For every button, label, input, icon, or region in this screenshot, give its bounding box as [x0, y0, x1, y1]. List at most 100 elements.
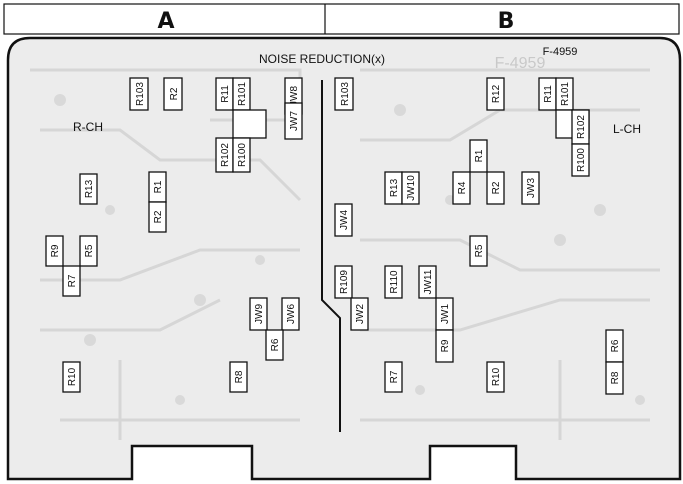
svg-text:JW4: JW4 [339, 210, 350, 230]
svg-text:R6: R6 [270, 338, 281, 351]
svg-text:JW2: JW2 [355, 304, 366, 324]
channel-label-left: R-CH [73, 120, 103, 134]
svg-text:JW3: JW3 [526, 178, 537, 198]
column-label-b: B [498, 9, 515, 34]
svg-text:R4: R4 [457, 181, 468, 194]
component: JW11 [418, 265, 437, 299]
component: JW10 [401, 171, 420, 205]
component: R7 [384, 361, 403, 393]
svg-text:R8: R8 [234, 370, 245, 383]
svg-text:R1: R1 [153, 180, 164, 193]
svg-text:R6: R6 [610, 339, 621, 352]
svg-text:R7: R7 [389, 370, 400, 383]
component: R10 [486, 361, 505, 393]
svg-text:R1: R1 [474, 149, 485, 162]
component: R102 [215, 137, 234, 173]
svg-text:R10: R10 [491, 367, 502, 386]
svg-text:R13: R13 [84, 179, 95, 198]
svg-text:R102: R102 [220, 143, 231, 167]
component: R101 [555, 77, 574, 111]
component: R103 [129, 77, 149, 111]
svg-text:R103: R103 [340, 82, 351, 106]
column-label-a: A [157, 9, 174, 34]
board-code: F-4959 [543, 46, 578, 58]
svg-text:R8: R8 [610, 371, 621, 384]
svg-text:JW9: JW9 [254, 304, 265, 324]
component: R1 [148, 171, 167, 203]
component: R6 [265, 329, 284, 361]
component: R2 [148, 201, 167, 233]
svg-text:R110: R110 [389, 270, 400, 294]
svg-text:R109: R109 [339, 270, 350, 294]
svg-text:R12: R12 [491, 84, 502, 103]
component: R100 [232, 137, 251, 173]
component: R101 [232, 77, 251, 111]
svg-text:R13: R13 [389, 178, 400, 197]
components-a: R103 R2 R11 R101 JW8 JW7 R102 R100 R13 R… [45, 77, 303, 393]
svg-text:R2: R2 [491, 181, 502, 194]
component: R5 [469, 235, 488, 267]
svg-text:R101: R101 [560, 82, 571, 106]
svg-text:JW10: JW10 [406, 175, 417, 201]
component: R2 [486, 171, 505, 205]
svg-text:R11: R11 [543, 85, 554, 103]
component: R100 [571, 143, 590, 177]
svg-text:R102: R102 [576, 115, 587, 139]
component: JW2 [350, 297, 369, 331]
svg-text:JW6: JW6 [286, 304, 297, 324]
component: JW7 [284, 102, 303, 140]
svg-text:R9: R9 [440, 339, 451, 352]
component [232, 109, 267, 139]
component: R7 [62, 265, 81, 297]
component: JW4 [334, 203, 353, 237]
components-b: R103 R12 R11 R101 R102 R100 R1 R4 R2 R13… [334, 77, 624, 395]
svg-text:R100: R100 [576, 148, 587, 172]
component: JW3 [521, 171, 540, 205]
component: R12 [486, 77, 505, 111]
board-watermark: F-4959 [495, 55, 546, 72]
component: R13 [79, 173, 98, 205]
svg-text:R101: R101 [237, 82, 248, 106]
component: R6 [605, 329, 624, 363]
svg-text:R103: R103 [135, 82, 146, 106]
diagram-title: NOISE REDUCTION(x) [259, 52, 385, 66]
svg-text:R10: R10 [67, 367, 78, 386]
component: R1 [469, 139, 488, 173]
svg-text:JW1: JW1 [440, 304, 451, 324]
svg-text:R2: R2 [169, 87, 180, 100]
board-outline [6, 36, 682, 481]
component: JW9 [249, 297, 268, 331]
component: R4 [452, 171, 471, 205]
component: R10 [62, 361, 81, 393]
component: R2 [163, 77, 183, 111]
component: R5 [79, 235, 98, 267]
svg-text:R9: R9 [50, 244, 61, 257]
svg-text:R5: R5 [474, 244, 485, 257]
svg-text:JW11: JW11 [423, 269, 434, 294]
component: R109 [334, 265, 353, 299]
channel-divider [321, 80, 341, 432]
svg-text:R100: R100 [237, 143, 248, 167]
component: R9 [45, 235, 64, 267]
component: R13 [384, 171, 403, 205]
svg-text:JW7: JW7 [289, 111, 300, 131]
component: R11 [215, 77, 234, 111]
component: R8 [605, 361, 624, 395]
component: R102 [571, 109, 590, 145]
svg-text:R5: R5 [84, 244, 95, 257]
component: R103 [334, 77, 354, 111]
component: R110 [384, 265, 403, 299]
channel-label-right: L-CH [613, 122, 641, 136]
component: JW1 [435, 297, 454, 331]
component: R9 [435, 329, 454, 363]
svg-text:R2: R2 [153, 210, 164, 223]
board [6, 36, 682, 481]
svg-text:R11: R11 [220, 85, 231, 103]
svg-text:JW8: JW8 [289, 86, 300, 106]
component: JW6 [281, 297, 300, 331]
svg-text:R7: R7 [67, 274, 78, 287]
component: R11 [538, 77, 557, 111]
column-header: A B [3, 3, 680, 35]
component: R8 [229, 361, 248, 393]
